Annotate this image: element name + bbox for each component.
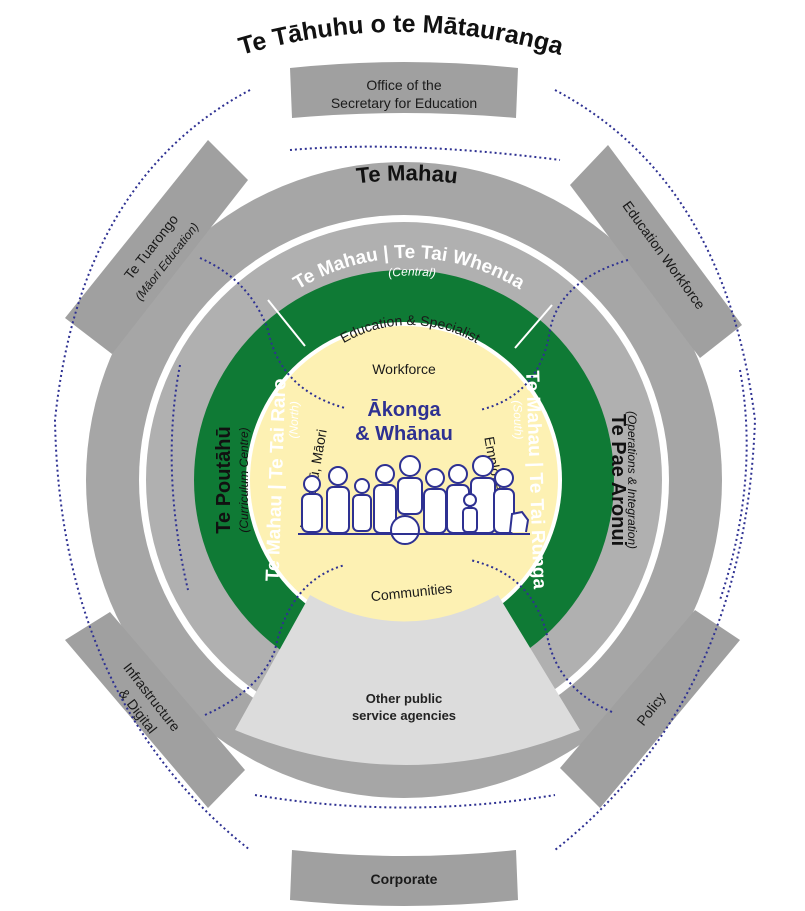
other-agencies-wedge [235,595,580,765]
segment-office-secretary[interactable]: Office of the Secretary for Education [290,62,518,118]
education-specialist-line2: Workforce [372,361,436,377]
arrow-bottom-row [254,794,556,809]
office-label-line2: Secretary for Education [331,95,477,111]
region-divider-left [267,299,306,347]
arrow-topright-inner [479,259,629,411]
te-pae-aronui-unit[interactable]: Te Pae Aronui (Operations & Integration) [607,411,639,549]
arrow-left-vertical [170,364,189,591]
other-agencies-line1: Other public [366,691,443,706]
arrow-topleft-inner [199,257,346,409]
arrow-bottomright-inner [469,559,613,713]
segment-policy[interactable]: Policy [560,610,740,808]
te-pae-aronui-label: Te Pae Aronui [607,414,629,546]
connector-arrows [53,89,757,851]
corporate-label: Corporate [371,871,438,887]
te-pae-aronui-sub: (Operations & Integration) [625,411,639,549]
arrow-bottomleft-inner [204,564,346,716]
arrow-outer-left [53,89,251,851]
arrow-right-vertical [719,369,748,601]
people-group-icon [298,455,530,545]
central-sub: (Central) [387,264,436,280]
akonga-title-line1: Ākonga [367,399,441,421]
te-mahau-title: Te Mahau [355,160,459,188]
te-poutahu-sub: (Curriculum Centre) [237,427,251,532]
office-label-line1: Office of the [366,77,441,93]
north-sub: (North) [286,401,301,439]
south-sub: (South) [510,400,525,440]
region-divider-right [514,304,553,349]
te-poutahu-unit[interactable]: Te Poutāhū (Curriculum Centre) [213,426,251,533]
other-agencies-line2: service agencies [352,708,456,723]
ministry-title: Te Tāhuhu o te Mātauranga [235,10,567,61]
segment-corporate[interactable]: Corporate [290,850,518,906]
te-poutahu-label: Te Poutāhū [213,426,235,533]
arrow-top-row [289,145,561,161]
akonga-title-line2: & Whānau [355,423,453,445]
